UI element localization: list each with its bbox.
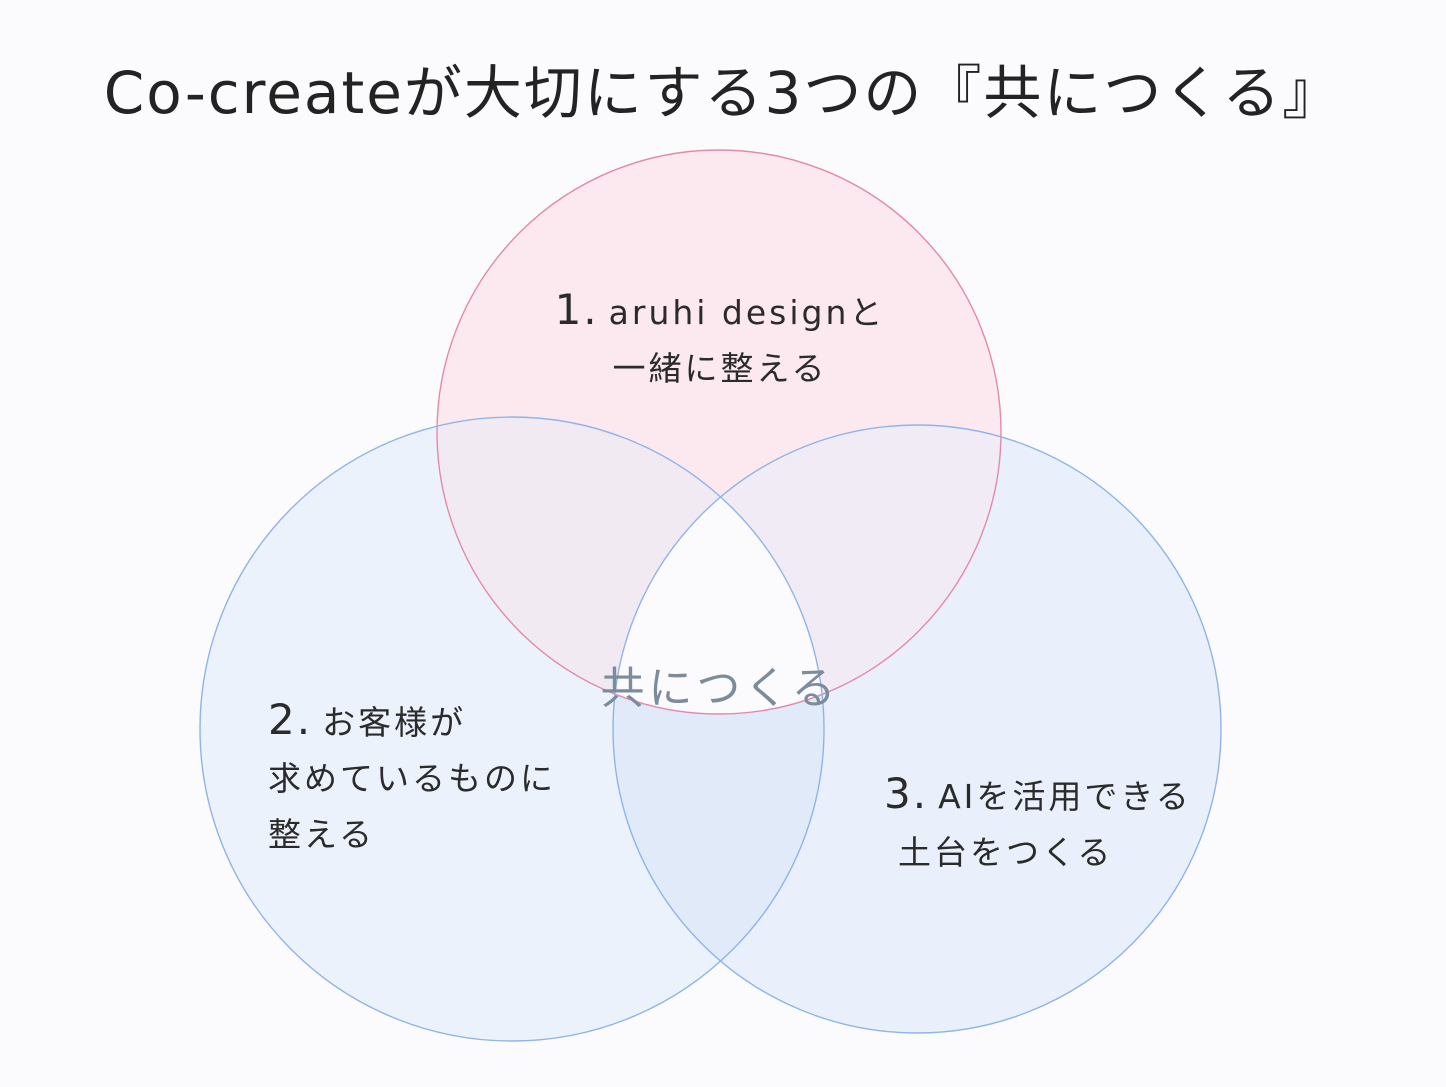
- circle-3-line-1: AIを活用できる: [938, 777, 1192, 816]
- circle-1-number: 1.: [554, 285, 599, 334]
- page-title: Co-createが大切にする3つの『共につくる』: [103, 59, 1343, 127]
- circle-3-number: 3.: [884, 769, 929, 818]
- circle-2-number: 2.: [268, 695, 313, 744]
- circle-2-outline: [199, 416, 825, 1042]
- center-label: 共につくる: [600, 663, 840, 714]
- circle-3-label: 3.AIを活用できる 土台をつくる: [884, 766, 1192, 881]
- circle-1-label: 1.aruhi designと 一緒に整える: [430, 282, 1010, 397]
- center-overlap: [613, 425, 824, 714]
- circle-2-line-1: お客様が: [322, 703, 467, 742]
- circle-2-line-2: 求めているものに: [268, 759, 556, 798]
- circle-2-label: 2.お客様が 求めているものに 整える: [268, 692, 556, 863]
- circle-1-line-2: 一緒に整える: [612, 349, 828, 388]
- circle-3-outline: [612, 424, 1222, 1034]
- circle-3-line-2: 土台をつくる: [898, 833, 1114, 872]
- circle-1-line-1: aruhi designと: [608, 293, 886, 332]
- circle-1-outline: [436, 149, 1002, 715]
- circle-2-line-3: 整える: [268, 815, 376, 854]
